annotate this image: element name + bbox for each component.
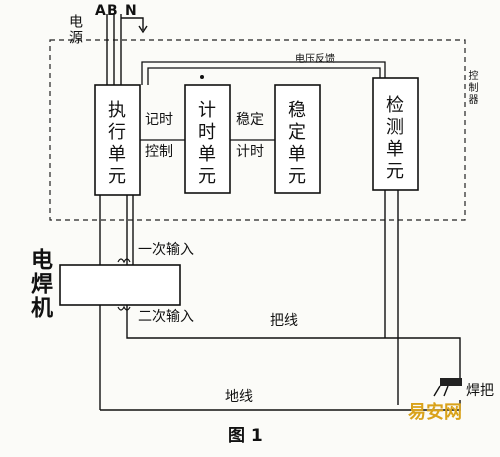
- controller-label: 控制器: [466, 70, 477, 106]
- torch-body: [440, 378, 462, 386]
- handle-line-label: 把线: [270, 313, 298, 329]
- watermark: 易安网: [408, 402, 462, 423]
- ground-line-label: 地线: [225, 389, 253, 405]
- phase-a-label: A: [95, 3, 106, 19]
- arrow-n: [138, 25, 148, 34]
- figure-caption: 图 1: [228, 426, 263, 446]
- wire-n-return: [121, 17, 144, 30]
- secondary-terminals: [117, 305, 131, 311]
- power-title: 电源: [67, 14, 83, 46]
- stable-timing-label-1: 稳定: [236, 112, 264, 128]
- welder-label: 电焊机: [27, 248, 52, 320]
- handle-line-wire: [126, 305, 461, 385]
- timing-control-label-2: 控制: [145, 144, 173, 160]
- primary-terminals: [117, 258, 131, 264]
- detect-unit-label: 检测单元: [383, 95, 404, 183]
- stable-unit-label: 稳定单元: [285, 100, 306, 188]
- voltage-feedback-line-2: [147, 67, 381, 85]
- voltage-feedback-label: 电压反馈: [295, 54, 335, 65]
- timer-unit-box: [184, 84, 231, 194]
- welder-body: [59, 264, 181, 306]
- torch-label: 焊把: [466, 383, 494, 399]
- timing-control-label-1: 记时: [145, 112, 173, 128]
- torch-tip: [433, 385, 449, 397]
- primary-input-label: 一次输入: [138, 242, 194, 258]
- exec-unit-box: [94, 84, 141, 196]
- controller-boundary: [49, 39, 466, 221]
- voltage-feedback-line: [141, 61, 386, 85]
- timer-unit-label: 计时单元: [195, 100, 216, 188]
- ground-line-wire: [100, 400, 461, 411]
- detect-unit-box: [372, 77, 419, 191]
- stable-unit-box: [274, 84, 321, 194]
- timer-dot: [200, 75, 204, 79]
- exec-unit-label: 执行单元: [105, 100, 126, 188]
- phase-b-label: B: [107, 3, 118, 19]
- stable-timing-label-2: 计时: [236, 144, 264, 160]
- secondary-input-label: 二次输入: [138, 309, 194, 325]
- neutral-label: N: [125, 3, 137, 19]
